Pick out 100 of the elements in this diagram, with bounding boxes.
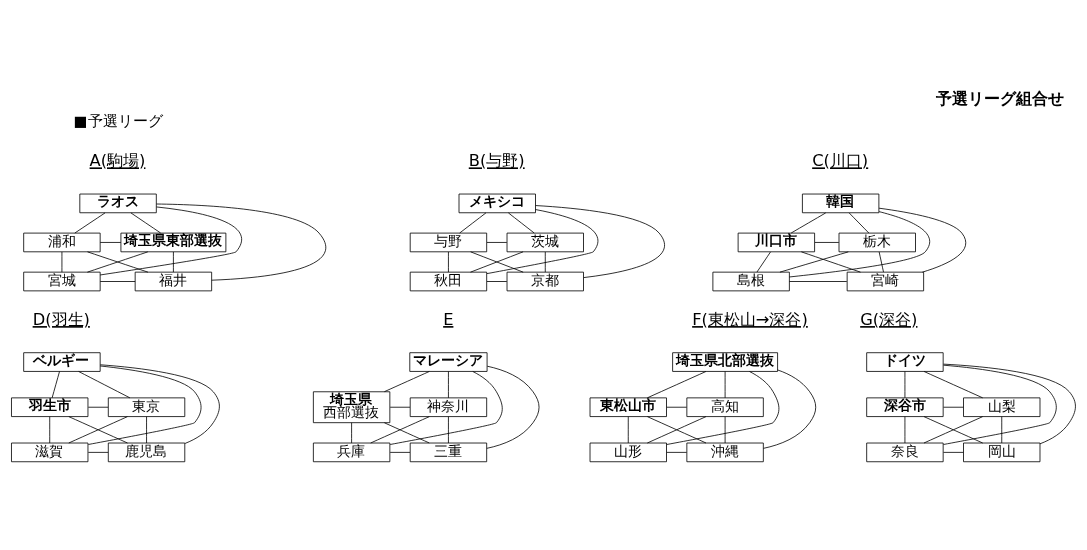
node-box: 東京	[107, 397, 186, 417]
connector	[486, 209, 599, 274]
connector	[87, 406, 109, 408]
connector	[878, 207, 967, 273]
node-box: 島根	[712, 271, 790, 292]
connector	[351, 422, 352, 444]
node-box: 沖縄	[686, 442, 764, 463]
connector	[51, 371, 60, 399]
connector	[904, 416, 906, 444]
connector	[943, 364, 1057, 445]
node-box: 栃木	[838, 232, 916, 253]
connector	[800, 251, 861, 273]
node-box: 宮城	[23, 271, 101, 292]
node-box: 埼玉県東部選抜	[120, 232, 227, 253]
connector	[99, 206, 243, 276]
connector	[486, 281, 508, 282]
connector	[486, 365, 540, 449]
node-box: 山梨	[963, 397, 1041, 417]
connector	[646, 371, 707, 399]
connector	[904, 371, 906, 399]
connector	[535, 205, 665, 278]
label: E	[443, 310, 454, 330]
node-box: ベルギー	[23, 352, 101, 372]
connector	[878, 251, 884, 273]
label: C(川口)	[812, 151, 869, 171]
node-box: 神奈川	[409, 397, 488, 417]
connector	[756, 251, 771, 273]
connector	[389, 406, 411, 408]
connector	[627, 416, 629, 444]
connector	[788, 211, 931, 278]
connector	[99, 242, 122, 243]
connector	[848, 212, 870, 234]
label: A(駒場)	[89, 151, 146, 171]
connector	[470, 251, 524, 273]
node-box: 岡山	[963, 442, 1041, 463]
node-box: ラオス	[79, 193, 157, 214]
connector	[49, 416, 51, 444]
connector	[666, 452, 688, 453]
connector	[87, 365, 202, 445]
connector	[459, 212, 487, 234]
node-box: 山形	[589, 442, 667, 463]
connector	[666, 371, 780, 445]
connector	[78, 371, 131, 399]
connector	[1001, 416, 1003, 444]
connector	[814, 242, 840, 243]
node-box: 京都	[506, 271, 584, 292]
connector	[173, 251, 174, 273]
node-box: 埼玉県北部選抜	[672, 352, 778, 372]
connector	[389, 452, 411, 453]
connector	[789, 281, 848, 282]
connector	[99, 281, 136, 282]
node-box: ドイツ	[866, 352, 944, 372]
node-box: 鹿児島	[107, 442, 186, 463]
node-box: 浦和	[23, 232, 101, 253]
node-box: 羽生市	[11, 397, 89, 417]
label: D(羽生)	[32, 310, 90, 330]
node-box: 埼玉県 西部選抜	[312, 391, 391, 424]
label: F(東松山→深谷)	[692, 310, 808, 330]
node-box: メキシコ	[458, 193, 536, 214]
node-box: 韓国	[802, 193, 880, 214]
node-box: 川口市	[737, 232, 815, 253]
node-box: 滋賀	[11, 442, 89, 463]
connector	[87, 452, 109, 453]
connector	[724, 416, 726, 444]
connector	[544, 251, 546, 273]
node-box: 東松山市	[589, 397, 667, 417]
connector	[370, 416, 430, 444]
connector	[389, 371, 503, 445]
connector	[99, 364, 220, 444]
connector	[763, 369, 817, 449]
diagram-title: 予選リーグ組合せ	[936, 88, 1065, 108]
connector	[943, 452, 964, 453]
connector	[384, 422, 430, 444]
node-box: 兵庫	[312, 442, 391, 463]
node-box: 深谷市	[866, 397, 944, 417]
node-box: 秋田	[409, 271, 488, 292]
connector	[146, 416, 147, 444]
connector	[448, 371, 449, 399]
connector	[943, 363, 1076, 445]
connector	[790, 212, 827, 234]
label: ■予選リーグ	[73, 112, 163, 130]
connector	[74, 212, 106, 234]
connector	[130, 212, 162, 234]
connector	[666, 406, 688, 408]
connector	[923, 416, 984, 444]
connector	[448, 416, 449, 444]
node-box: 奈良	[866, 442, 944, 463]
node-box: 福井	[134, 271, 213, 292]
connector	[923, 371, 984, 399]
connector	[486, 242, 508, 243]
connector	[779, 251, 849, 273]
connector	[724, 371, 726, 399]
connector	[68, 416, 128, 444]
node-box: 三重	[409, 442, 488, 463]
connector	[943, 406, 964, 408]
node-box: 宮崎	[846, 271, 925, 292]
node-box: 茨城	[506, 232, 584, 253]
node-box: 高知	[686, 397, 764, 417]
connector	[384, 371, 430, 393]
node-box: 与野	[409, 232, 488, 253]
